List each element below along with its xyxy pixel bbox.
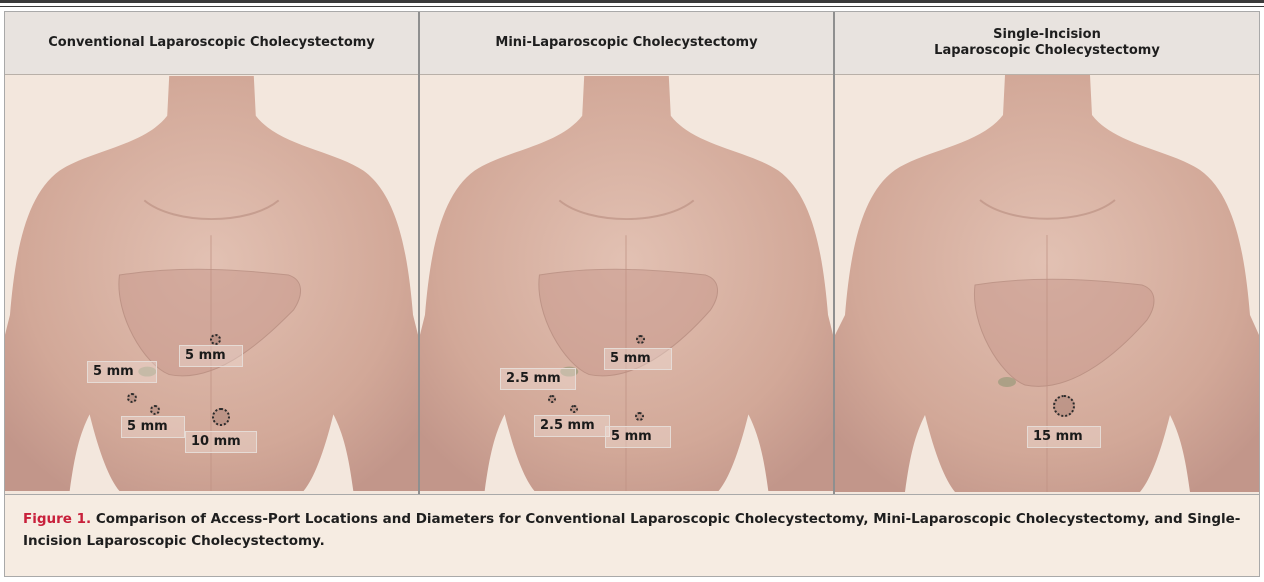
gallbladder <box>998 377 1016 387</box>
port-marker <box>127 393 137 403</box>
port-label: 15 mm <box>1027 426 1101 448</box>
port-label: 10 mm <box>185 431 257 453</box>
panel-title: Conventional Laparoscopic Cholecystectom… <box>5 12 418 75</box>
panel-single-incision: Single-Incision Laparoscopic Cholecystec… <box>835 12 1259 494</box>
port-label: 5 mm <box>605 426 671 448</box>
panel-title: Single-Incision Laparoscopic Cholecystec… <box>835 12 1259 75</box>
figure-label: Figure 1. <box>23 511 91 527</box>
panel-title-line: Mini-Laparoscopic Cholecystectomy <box>495 35 757 51</box>
panel-title-line: Conventional Laparoscopic Cholecystectom… <box>48 35 375 51</box>
figure-caption: Figure 1. Comparison of Access-Port Loca… <box>5 494 1259 576</box>
panel-title-lines: Single-Incision Laparoscopic Cholecystec… <box>934 27 1160 59</box>
port-label: 5 mm <box>604 348 672 370</box>
port-marker <box>212 408 230 426</box>
panel-title-line: Single-Incision <box>934 27 1160 43</box>
port-label: 5 mm <box>179 345 243 367</box>
panel-conventional: Conventional Laparoscopic Cholecystectom… <box>5 12 420 494</box>
torso-illustration <box>5 75 418 492</box>
port-marker <box>636 335 645 344</box>
port-marker <box>150 405 160 415</box>
port-label: 2.5 mm <box>534 415 610 437</box>
port-label: 5 mm <box>121 416 185 438</box>
port-label: 2.5 mm <box>500 368 576 390</box>
port-label: 5 mm <box>87 361 157 383</box>
panel-title: Mini-Laparoscopic Cholecystectomy <box>420 12 833 75</box>
panel-mini: Mini-Laparoscopic Cholecystectomy 5 mm 2… <box>420 12 835 494</box>
port-marker <box>635 412 644 421</box>
port-marker <box>570 405 578 413</box>
port-marker <box>548 395 556 403</box>
caption-text: Comparison of Access-Port Locations and … <box>23 511 1240 549</box>
port-marker <box>1053 395 1075 417</box>
figure: Conventional Laparoscopic Cholecystectom… <box>4 11 1260 577</box>
panel-title-line: Laparoscopic Cholecystectomy <box>934 43 1160 59</box>
top-rule-thin <box>0 6 1264 7</box>
top-rule <box>0 0 1264 3</box>
port-marker <box>210 334 221 345</box>
